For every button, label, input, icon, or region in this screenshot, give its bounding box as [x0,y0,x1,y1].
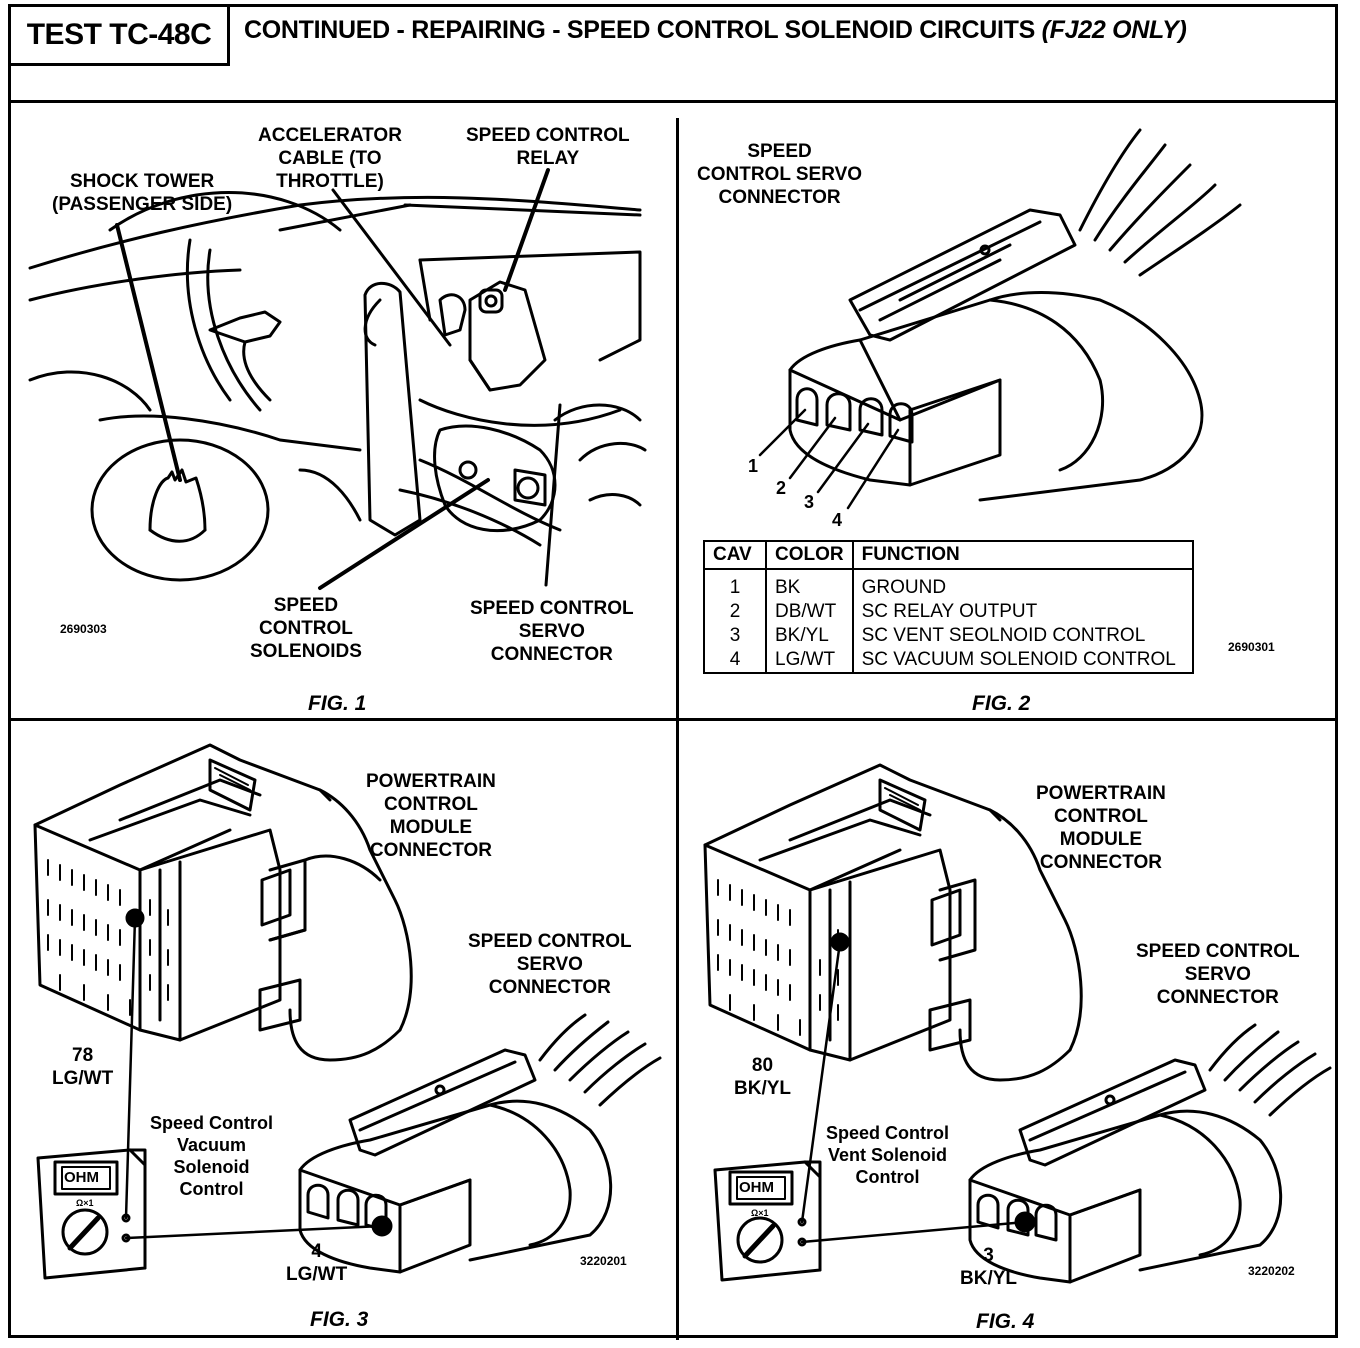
label-servo-connector-fig2: SPEED CONTROL SERVO CONNECTOR [697,141,863,208]
pin-label-2: 2 [776,478,787,498]
fig2-id: 2690301 [1228,640,1275,654]
fig4-caption: FIG. 4 [976,1310,1035,1333]
label-servo-connector-fig3: SPEED CONTROL SERVO CONNECTOR [468,931,632,998]
label-meter-function-fig3: Speed Control Vacuum Solenoid Control [150,1113,274,1199]
fig2-caption: FIG. 2 [972,692,1031,715]
label-speed-control-relay: SPEED CONTROL RELAY [466,125,630,169]
test-id: TEST TC-48C [26,18,212,51]
table-row: 1 BK GROUND [704,569,1193,600]
label-pcm-pin-78: 78 LG/WT [52,1045,114,1089]
label-pcm-connector-fig3: POWERTRAIN CONTROL MODULE CONNECTOR [366,771,496,861]
panel-divider-horizontal [10,718,1336,721]
page-title: CONTINUED - REPAIRING - SPEED CONTROL SO… [244,16,1187,45]
fig3-meter-range: Ω×1 [76,1198,94,1208]
fig3-meter-display: OHM [64,1169,99,1186]
page-frame [8,4,1338,1338]
fig3-servo-connector-illustration [298,1013,662,1274]
fig4-servo-connector-illustration [968,1023,1332,1284]
fig4-pcm-connector-illustration [703,763,1083,1082]
cell-color: BK [766,569,854,600]
fig3-pcm-connector-illustration [33,743,413,1062]
cell-color: LG/WT [766,648,854,673]
panel-divider-vertical [676,118,679,1340]
label-meter-function-fig4: Speed Control Vent Solenoid Control [826,1123,950,1187]
label-servo-connector-fig1: SPEED CONTROL SERVO CONNECTOR [470,598,634,665]
pin-label-1: 1 [748,456,759,476]
fig4-test-leads [800,940,1027,1244]
label-pcm-connector-fig4: POWERTRAIN CONTROL MODULE CONNECTOR [1036,783,1166,873]
cell-color: DB/WT [766,600,854,624]
label-pcm-pin-80: 80 BK/YL [734,1055,791,1099]
table-row: 3 BK/YL SC VENT SEOLNOID CONTROL [704,624,1193,648]
pin-label-3: 3 [804,492,815,512]
cell-function: SC RELAY OUTPUT [861,601,1038,622]
table-header-cav: CAV [704,541,767,570]
fig4-meter-range: Ω×1 [751,1208,769,1218]
label-shock-tower: SHOCK TOWER (PASSENGER SIDE) [52,171,233,215]
table-header-row: CAV COLOR FUNCTION [704,541,1193,570]
fig3-caption: FIG. 3 [310,1308,369,1331]
label-servo-pin-4: 4 LG/WT [286,1241,348,1285]
fig1-id: 2690303 [60,622,107,636]
title-main: CONTINUED - REPAIRING - SPEED CONTROL SO… [244,16,1035,44]
cell-cav: 4 [704,648,767,673]
test-id-box: TEST TC-48C [8,4,230,66]
fig2-connector-illustration [758,128,1242,510]
fig1-caption: FIG. 1 [308,692,367,715]
table-header-function: FUNCTION [852,541,1193,570]
cell-color: BK/YL [766,624,854,648]
cell-cav: 3 [704,624,767,648]
cell-function: SC VENT SEOLNOID CONTROL [861,625,1146,646]
cell-function: GROUND [861,577,947,598]
pin-label-4: 4 [832,510,843,530]
fig1-engine-illustration [28,168,647,590]
fig4-meter-display: OHM [739,1179,774,1196]
label-servo-pin-3: 3 BK/YL [960,1245,1017,1289]
cell-cav: 1 [704,569,767,600]
fig4-id: 3220202 [1248,1264,1295,1278]
label-speed-control-solenoids: SPEED CONTROL SOLENOIDS [250,595,362,662]
cell-function: SC VACUUM SOLENOID CONTROL [861,649,1176,670]
label-accelerator-cable: ACCELERATOR CABLE (TO THROTTLE) [258,125,402,192]
table-row: 4 LG/WT SC VACUUM SOLENOID CONTROL [704,648,1193,673]
fig3-test-leads [124,916,384,1240]
cell-cav: 2 [704,600,767,624]
title-suffix: (FJ22 ONLY) [1041,16,1187,44]
table-row: 2 DB/WT SC RELAY OUTPUT [704,600,1193,624]
table-header-color: COLOR [766,541,854,570]
fig3-id: 3220201 [580,1254,627,1268]
header-divider [8,100,1338,103]
fig3-ohmmeter [36,1148,147,1280]
cavity-function-table: CAV COLOR FUNCTION 1 BK GROUND 2 DB/WT S… [703,540,1194,674]
label-servo-connector-fig4: SPEED CONTROL SERVO CONNECTOR [1136,941,1300,1008]
